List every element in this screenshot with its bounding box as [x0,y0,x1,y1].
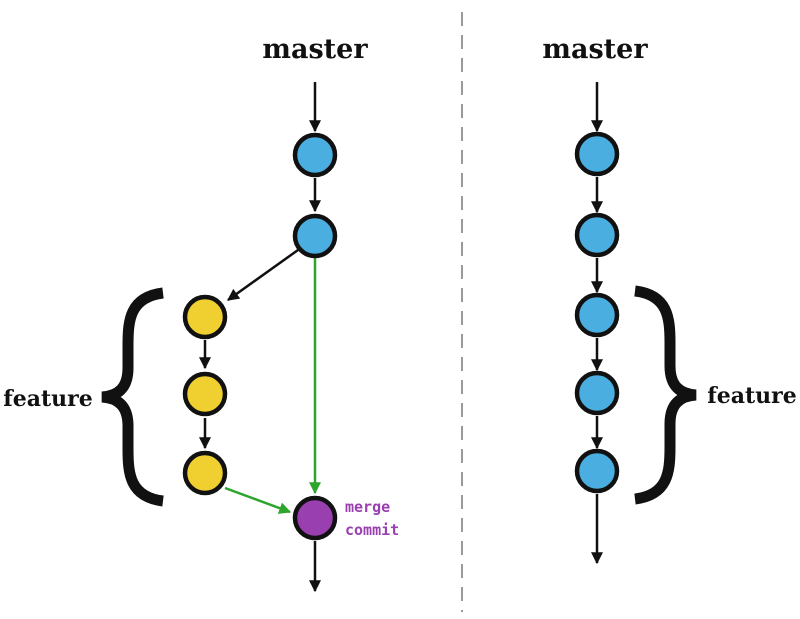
left-feature-brace [101,287,164,507]
left-master-commit-2 [292,213,338,259]
left-master-commit-1 [292,132,338,178]
merge-arrow-from-feature [224,486,292,514]
right-feature-label: feature [707,383,796,409]
merge-commit-label-line1: merge [345,498,390,516]
right-master-label: master [542,34,648,65]
left-feature-commit-1 [182,294,228,340]
right-commit-4 [574,370,620,416]
right-commit-1 [574,131,620,177]
left-branch-arrow [227,248,299,302]
left-master-label: master [262,34,368,65]
right-commit-2 [574,212,620,258]
merge-commit [292,495,338,541]
left-feature-commit-3 [182,450,228,496]
right-commit-3 [574,292,620,338]
merge-commit-label-line2: commit [345,521,399,539]
left-merge-diagram: master merge commit feature [3,34,399,593]
left-feature-commit-2 [182,371,228,417]
right-rebase-diagram: master feature [542,34,797,565]
left-feature-label: feature [3,386,92,412]
right-feature-brace [634,285,697,505]
right-commit-5 [574,448,620,494]
